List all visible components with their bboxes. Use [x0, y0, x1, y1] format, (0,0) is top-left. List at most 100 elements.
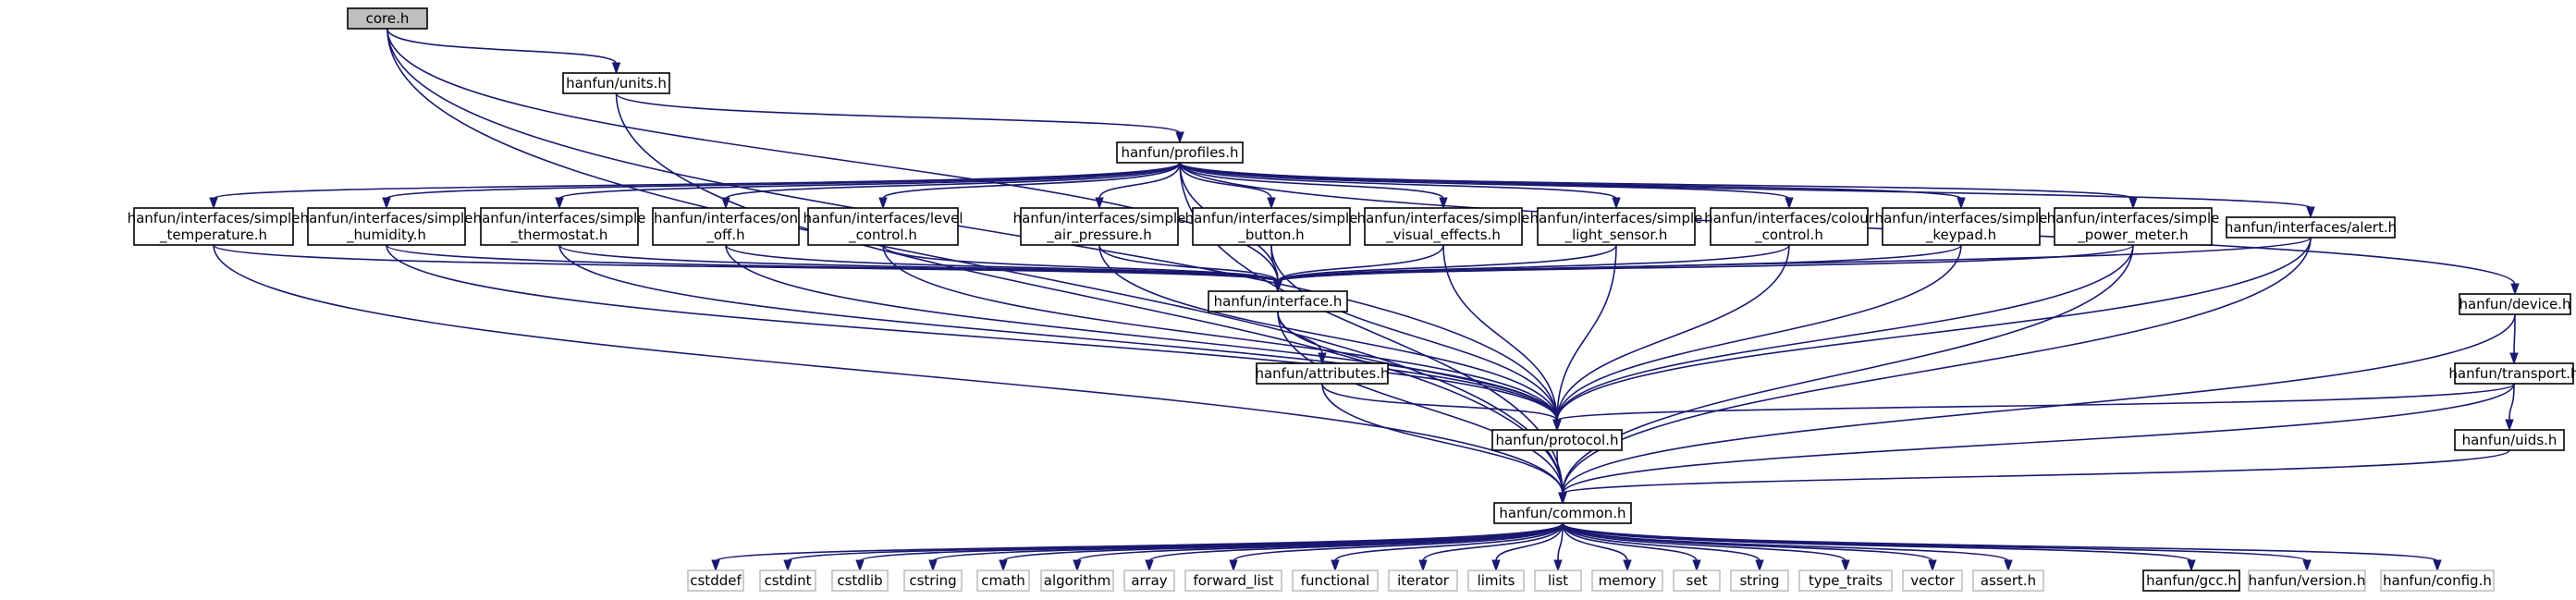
node-box — [1493, 502, 1632, 524]
node-thermostat[interactable]: hanfun/interfaces/simple_thermostat.h — [473, 207, 646, 246]
node-label: _off.h — [705, 227, 744, 244]
node-box — [1882, 207, 2041, 246]
node-limits: limits — [1467, 569, 1525, 592]
node-box — [1208, 290, 1348, 312]
node-box — [1192, 207, 1351, 246]
edge-power-to-common — [1558, 244, 2134, 505]
node-label: _control.h — [848, 227, 917, 244]
node-visual[interactable]: hanfun/interfaces/simple_visual_effects.… — [1357, 207, 1530, 246]
node-airpressure[interactable]: hanfun/interfaces/simple_air_pressure.h — [1013, 207, 1186, 246]
node-box — [1184, 569, 1282, 592]
node-keypad[interactable]: hanfun/interfaces/simple_keypad.h — [1875, 207, 2048, 246]
edge-profiles-to-colour — [1179, 162, 1794, 210]
node-label: array — [1131, 572, 1167, 589]
node-box — [2142, 569, 2240, 592]
node-label: hanfun/interfaces/simple — [128, 210, 301, 227]
node-label: limits — [1478, 572, 1515, 589]
edge-common-to-string — [1562, 522, 1764, 572]
node-profiles[interactable]: hanfun/profiles.h — [1116, 141, 1244, 164]
node-onoff[interactable]: hanfun/interfaces/on_off.h — [652, 207, 800, 246]
node-box — [759, 569, 816, 592]
node-box — [133, 207, 294, 246]
edge-alert-to-interface — [1273, 237, 2312, 293]
node-label: _keypad.h — [1925, 227, 1996, 244]
node-label: cstddef — [690, 572, 742, 589]
edge-transport-to-protocol — [1552, 383, 2515, 432]
edge-profiles-to-light — [1179, 162, 1621, 210]
edge-common-to-vector — [1562, 522, 1937, 572]
node-label: hanfun/config.h — [2383, 572, 2492, 589]
node-box — [1591, 569, 1663, 592]
node-label: hanfun/profiles.h — [1121, 144, 1238, 161]
node-label: hanfun/interfaces/simple — [301, 210, 473, 227]
edge-common-to-assert — [1562, 522, 2013, 572]
node-temperature[interactable]: hanfun/interfaces/simple_temperature.h — [128, 207, 301, 246]
node-vector: vector — [1902, 569, 1963, 592]
node-box — [1537, 207, 1696, 246]
node-box — [1902, 569, 1963, 592]
node-label: hanfun/interfaces/simple — [1013, 210, 1186, 227]
node-light[interactable]: hanfun/interfaces/simple_light_sensor.h — [1530, 207, 1703, 246]
node-cmath: cmath — [976, 569, 1030, 592]
node-device[interactable]: hanfun/device.h — [2459, 293, 2571, 315]
node-label: hanfun/interfaces/simple — [1530, 210, 1703, 227]
node-gcc[interactable]: hanfun/gcc.h — [2142, 569, 2240, 592]
edge-units-to-common — [615, 92, 1567, 505]
node-box — [2248, 569, 2366, 592]
node-label: hanfun/interfaces/alert.h — [2225, 219, 2397, 236]
node-box — [2454, 429, 2565, 451]
node-button[interactable]: hanfun/interfaces/simple_button.h — [1185, 207, 1358, 246]
node-label: assert.h — [1981, 572, 2036, 589]
node-label: hanfun/interfaces/simple — [2047, 210, 2220, 227]
node-label: hanfun/units.h — [566, 75, 667, 92]
node-label: _light_sensor.h — [1564, 227, 1668, 244]
node-label: _visual_effects.h — [1385, 227, 1501, 244]
node-box — [347, 7, 428, 30]
node-level[interactable]: hanfun/interfaces/level_control.h — [803, 207, 963, 246]
node-transport[interactable]: hanfun/transport.h — [2448, 362, 2576, 385]
node-box — [1491, 429, 1623, 451]
node-label: _control.h — [1754, 227, 1823, 244]
edge-profiles-to-onoff — [721, 162, 1181, 210]
node-label: hanfun/device.h — [2459, 296, 2570, 312]
edge-transport-to-common — [1558, 383, 2515, 505]
node-uids[interactable]: hanfun/uids.h — [2454, 429, 2565, 451]
node-box — [307, 207, 466, 246]
node-label: hanfun/version.h — [2249, 572, 2366, 589]
node-label: hanfun/interfaces/level — [803, 210, 963, 227]
edge-profiles-to-humidity — [382, 162, 1181, 210]
node-config: hanfun/config.h — [2380, 569, 2495, 592]
node-box — [1256, 362, 1389, 385]
node-label: hanfun/common.h — [1499, 505, 1625, 521]
edge-device-to-transport — [2509, 313, 2519, 365]
node-alert[interactable]: hanfun/interfaces/alert.h — [2225, 216, 2397, 239]
node-set: set — [1673, 569, 1721, 592]
edge-units-to-profiles — [615, 92, 1184, 144]
node-label: algorithm — [1044, 572, 1110, 589]
node-power[interactable]: hanfun/interfaces/simple_power_meter.h — [2047, 207, 2220, 246]
node-common[interactable]: hanfun/common.h — [1493, 502, 1632, 524]
node-colour[interactable]: hanfun/interfaces/colour_control.h — [1704, 207, 1875, 246]
node-protocol[interactable]: hanfun/protocol.h — [1491, 429, 1623, 451]
node-box — [1020, 207, 1179, 246]
node-assert: assert.h — [1972, 569, 2044, 592]
edge-core-to-units — [386, 28, 621, 75]
node-label: hanfun/interface.h — [1214, 293, 1343, 310]
node-label: _power_meter.h — [2077, 227, 2188, 244]
node-box — [807, 207, 959, 246]
node-core[interactable]: core.h — [347, 7, 428, 30]
node-cstdlib: cstdlib — [831, 569, 889, 592]
node-interface[interactable]: hanfun/interface.h — [1208, 290, 1348, 312]
node-label: list — [1548, 572, 1568, 589]
node-box — [2054, 207, 2213, 246]
node-box — [1123, 569, 1175, 592]
node-box — [480, 207, 639, 246]
node-humidity[interactable]: hanfun/interfaces/simple_humidity.h — [301, 207, 473, 246]
node-attributes[interactable]: hanfun/attributes.h — [1255, 362, 1390, 385]
node-label: _humidity.h — [346, 227, 426, 244]
node-box — [2226, 216, 2396, 239]
node-label: hanfun/interfaces/simple — [1185, 210, 1358, 227]
node-type-traits: type_traits — [1798, 569, 1893, 592]
node-units[interactable]: hanfun/units.h — [562, 72, 670, 94]
node-box — [2454, 362, 2574, 385]
